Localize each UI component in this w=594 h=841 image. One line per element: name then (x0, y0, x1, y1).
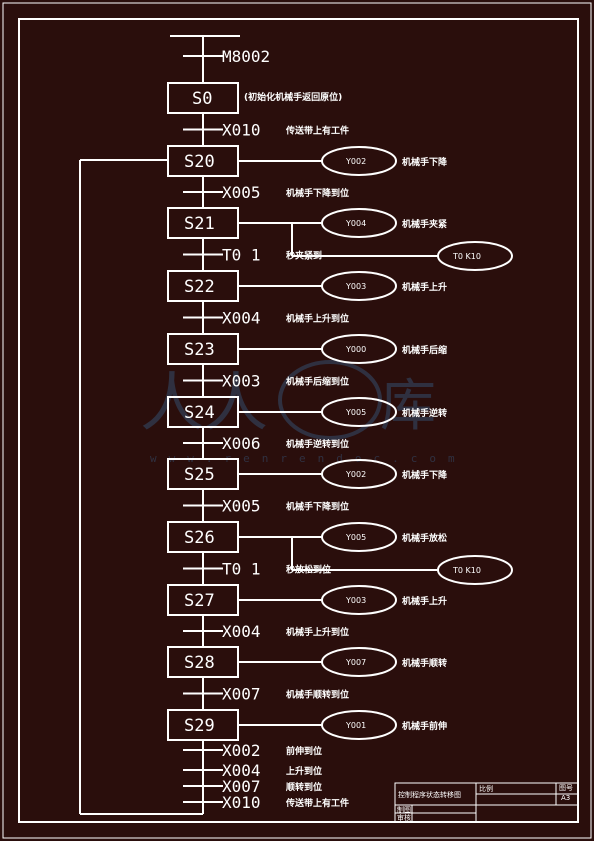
action-coil (321, 271, 397, 301)
return-contact-label: X010 (222, 793, 261, 812)
step-label: S27 (184, 591, 215, 611)
action-note: 机械手顺转 (402, 657, 447, 669)
title-block: 控制程序状态转移图 比例 图号 A3 制图 审核 (394, 782, 579, 823)
action-note: 机械手下降 (402, 469, 448, 481)
init-contact-label: M8002 (222, 47, 270, 66)
action-coil-label: Y005 (345, 533, 366, 542)
transition-label: X005 (222, 497, 261, 516)
transition-note: 机械手下降到位 (286, 187, 349, 199)
transition-note: 秒放松到位 (286, 564, 331, 576)
action-coil-label: Y000 (345, 345, 366, 354)
title-drawing-name: 控制程序状态转移图 (398, 790, 461, 799)
timer-coil (437, 241, 513, 271)
return-contact-label: X004 (222, 761, 261, 780)
transition-note: 机械手上升到位 (286, 313, 349, 325)
step-label: S23 (184, 340, 215, 360)
title-drawn-label: 制图 (397, 805, 411, 814)
action-coil (321, 585, 397, 615)
action-note: 机械手下降 (402, 156, 448, 168)
step-label: S24 (184, 403, 215, 423)
watermark-logo: 人人 库 www.renrendoc.com (140, 360, 455, 465)
return-contact-note: 传送带上有工件 (285, 797, 349, 809)
transition-label: X006 (222, 434, 261, 453)
timer-coil-label: T0 K10 (452, 252, 481, 261)
return-contact-note: 顺转到位 (286, 781, 322, 793)
transition-note: 机械手下降到位 (286, 501, 349, 513)
transition-label: X004 (222, 309, 261, 328)
action-coil-label: Y003 (345, 282, 366, 291)
transition-label: T0 1 (222, 246, 261, 265)
action-note: 机械手放松 (402, 532, 447, 544)
transition-label: X005 (222, 183, 261, 202)
action-note: 机械手逆转 (402, 407, 447, 419)
action-note: 机械手上升 (402, 281, 447, 293)
action-coil (321, 647, 397, 677)
timer-coil (437, 555, 513, 585)
step-label-s0: S0 (192, 89, 212, 109)
action-coil (321, 710, 397, 740)
action-coil-label: Y005 (345, 408, 366, 417)
action-note: 机械手夹紧 (402, 218, 447, 230)
title-scale-label: 比例 (479, 784, 493, 793)
step-label: S28 (184, 653, 215, 673)
transition-label: X004 (222, 622, 261, 641)
return-contact-label: X002 (222, 741, 261, 760)
timer-coil-label: T0 K10 (452, 566, 481, 575)
action-note: 机械手上升 (402, 595, 447, 607)
action-note: 机械手后缩 (402, 344, 447, 356)
step-label: S26 (184, 528, 215, 548)
action-coil (321, 397, 397, 427)
step-label: S25 (184, 465, 215, 485)
action-coil-label: Y002 (345, 157, 366, 166)
return-contact-label: X007 (222, 777, 261, 796)
step-label: S21 (184, 214, 215, 234)
transition-label: X007 (222, 685, 261, 704)
transition-note: 机械手顺转到位 (286, 689, 349, 701)
svg-text:库: 库 (380, 374, 436, 439)
action-coil (321, 208, 397, 238)
action-coil (321, 146, 397, 176)
return-contact-note: 前伸到位 (286, 745, 322, 757)
transition-label: T0 1 (222, 560, 261, 579)
title-sheet-label: 图号 (559, 784, 573, 792)
inner-frame (18, 18, 579, 823)
title-checked-label: 审核 (397, 813, 411, 822)
action-coil-label: Y004 (345, 219, 366, 228)
action-coil-label: Y007 (345, 658, 366, 667)
transition-note: 机械手后缩到位 (286, 376, 349, 388)
return-contact-note: 上升到位 (286, 765, 322, 777)
transition-label: X010 (222, 121, 261, 140)
transition-note: 机械手逆转到位 (286, 438, 349, 450)
step-note-s0: (初始化机械手返回原位) (244, 91, 342, 103)
transition-label: X003 (222, 372, 261, 391)
step-label: S20 (184, 152, 215, 172)
action-coil-label: Y003 (345, 596, 366, 605)
transition-note: 传送带上有工件 (285, 125, 349, 137)
step-label: S29 (184, 716, 215, 736)
action-coil-label: Y002 (345, 470, 366, 479)
action-note: 机械手前伸 (402, 720, 447, 732)
transition-note: 机械手上升到位 (286, 626, 349, 638)
title-sheet-value: A3 (561, 794, 570, 802)
step-label: S22 (184, 277, 215, 297)
action-coil (321, 459, 397, 489)
transition-note: 秒夹紧到 (286, 250, 322, 262)
action-coil (321, 522, 397, 552)
action-coil-label: Y001 (345, 721, 366, 730)
action-coil (321, 334, 397, 364)
